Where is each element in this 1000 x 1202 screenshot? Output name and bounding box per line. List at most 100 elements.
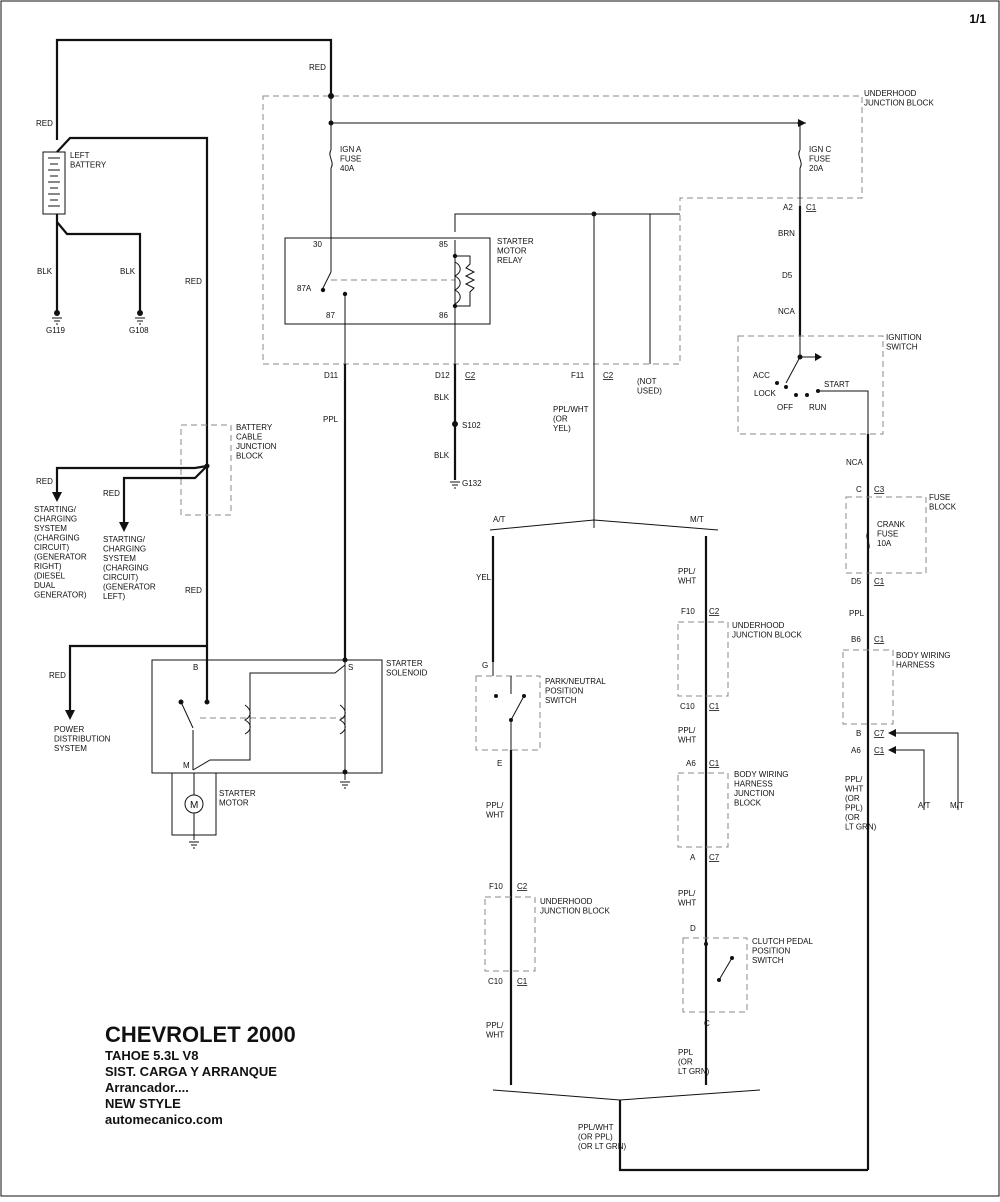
wire-label-nca: NCA [846, 458, 864, 467]
pin-label: M [183, 761, 190, 770]
connector-label: C2 [709, 607, 720, 616]
pin-label: D5 [782, 271, 793, 280]
wire-label-ppl-wht: PPL/WHT(OR PPL)(OR LT GRN) [578, 1123, 626, 1151]
pin-label: 87A [297, 284, 312, 293]
splice-dot [452, 303, 458, 309]
solenoid-coil-icon [243, 704, 251, 735]
splice-dot [452, 253, 458, 259]
pin-label: S [348, 663, 353, 672]
mt-feed-wire [892, 732, 959, 810]
pin-label: 87 [326, 311, 335, 320]
branch-label-at: A/T [493, 515, 506, 524]
connector-label: C7 [709, 853, 720, 862]
wire-label-ppl-wht: PPL/WHT [678, 726, 696, 745]
splice-label: S102 [462, 421, 481, 430]
wire-label-ppl: PPL [849, 609, 865, 618]
arrow-left-icon [888, 729, 896, 737]
clutch-switch-arm [718, 957, 733, 981]
red-charging-wire [122, 465, 208, 524]
wire-label-brn: BRN [778, 229, 795, 238]
pn-switch-arm [510, 695, 525, 721]
wire-label-red: RED [36, 119, 53, 128]
at-feed-wire [892, 749, 925, 810]
pin-label: D12 [435, 371, 450, 380]
pin-label: A [690, 853, 696, 862]
arrow-down-icon [65, 710, 75, 720]
ign-contact-acc [775, 381, 779, 385]
relay-contact [320, 287, 326, 293]
ign-off-label: OFF [777, 403, 793, 412]
ign-contact-off [794, 393, 798, 397]
resistor-icon [455, 255, 476, 307]
wire-label-blk: BLK [434, 393, 450, 402]
red-feed-wire [55, 38, 333, 140]
red-battery-wire [56, 136, 209, 650]
blk-ground-wire [56, 221, 142, 312]
pin-label: 85 [439, 240, 448, 249]
ignition-switch-box [737, 335, 884, 435]
ign-start-label: START [824, 380, 850, 389]
pin-label: A6 [686, 759, 696, 768]
starter-relay-box [284, 237, 491, 325]
title-block: CHEVROLET 2000 TAHOE 5.3L V8 SIST. CARGA… [105, 1022, 296, 1128]
wire-label-red: RED [185, 277, 202, 286]
page-number: 1/1 [969, 12, 986, 26]
pn-contact [494, 694, 498, 698]
fuse-block-box [845, 496, 927, 574]
solenoid-contact [204, 699, 210, 705]
wire-label-red: RED [36, 477, 53, 486]
fuse-icon [798, 149, 802, 169]
fuse-icon [329, 149, 333, 169]
wire-label-blk: BLK [37, 267, 53, 276]
wire-label-ppl-wht: PPL/WHT [678, 889, 696, 908]
ground-label: G132 [462, 479, 482, 488]
ground-label: G108 [129, 326, 149, 335]
pin-label: E [497, 759, 502, 768]
arrow-left-icon [888, 746, 896, 754]
clutch-contact [717, 978, 721, 982]
ign-switch-arm [785, 356, 801, 384]
wire-label-red: RED [103, 489, 120, 498]
wire-label-red: RED [185, 586, 202, 595]
pin-label: F10 [489, 882, 503, 891]
solenoid-winding-wire [192, 664, 346, 771]
pin-label: B6 [851, 635, 861, 644]
title-subsystem: Arrancador.... [105, 1080, 189, 1095]
wire-label-ppl-wht: PPL/WHT [678, 567, 696, 586]
connector-label: C1 [874, 577, 885, 586]
pin-label: F10 [681, 607, 695, 616]
pin-label: B [193, 663, 198, 672]
branch-label-mt: M/T [950, 801, 964, 810]
ign-acc-label: ACC [753, 371, 770, 380]
splice-dot [54, 310, 60, 316]
title-model: TAHOE 5.3L V8 [105, 1048, 199, 1063]
arrow-right-icon [815, 353, 822, 361]
connector-label: C2 [517, 882, 528, 891]
connector-label: C1 [709, 702, 720, 711]
ppl-wht-return-wire [618, 1100, 868, 1172]
wire-label-blk: BLK [120, 267, 136, 276]
branch-bracket [489, 519, 719, 531]
pin-label: 86 [439, 311, 448, 320]
relay-switch-arm [322, 271, 332, 289]
pin-label: A2 [783, 203, 793, 212]
battery-cable-jb-box [180, 424, 232, 516]
ign-run-label: RUN [809, 403, 827, 412]
solenoid-switch-arm [180, 701, 194, 729]
ground-icon [135, 317, 145, 325]
splice-dot [137, 310, 143, 316]
red-power-wire [68, 644, 207, 712]
pin-label: F11 [571, 371, 585, 380]
pin-label: 30 [313, 240, 322, 249]
